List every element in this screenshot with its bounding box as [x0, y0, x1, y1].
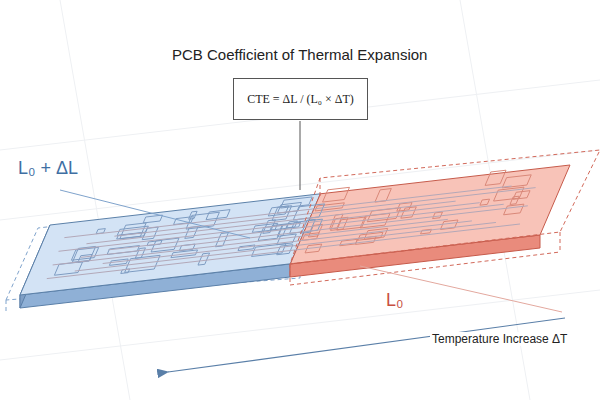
- red-guide: [360, 266, 562, 312]
- trace: [504, 204, 524, 215]
- dimension-label: Temperature Increase ΔT: [430, 332, 569, 346]
- trace: [86, 201, 455, 244]
- trace: [59, 203, 480, 252]
- board-top-red: [290, 165, 570, 264]
- trace: [433, 212, 443, 219]
- leader-line: [300, 121, 301, 190]
- trace: [206, 210, 230, 220]
- trace: [54, 262, 82, 276]
- trace: [513, 191, 530, 200]
- trace: [114, 188, 535, 237]
- trace: [293, 204, 324, 220]
- expansion-outline: [290, 150, 600, 285]
- trace: [53, 219, 448, 265]
- trace: [109, 204, 504, 250]
- board-top-blue: [20, 194, 320, 295]
- trace: [64, 186, 511, 238]
- circuit-traces: [45, 165, 545, 283]
- dimension-label: L₀: [384, 290, 405, 311]
- trace: [281, 197, 313, 208]
- trace: [323, 187, 350, 202]
- dimension-label: L₀ + ΔL: [16, 158, 80, 179]
- trace: [81, 206, 528, 258]
- trace: [47, 224, 520, 279]
- guide-line: [60, 190, 250, 238]
- formula-box: CTE = ΔL / (L₀ × ΔT): [233, 78, 368, 120]
- trace: [485, 170, 506, 185]
- trace: [329, 214, 342, 229]
- trace: [143, 215, 162, 223]
- trace: [510, 196, 519, 204]
- trace: [189, 211, 198, 219]
- trace: [401, 207, 417, 218]
- formula-text: CTE = ΔL / (L₀ × ΔT): [247, 92, 354, 107]
- trace: [135, 248, 145, 258]
- trace: [480, 199, 490, 205]
- trace: [198, 253, 210, 265]
- diagram-title: PCB Coefficient of Thermal Expansion: [172, 46, 427, 63]
- trace: [502, 175, 531, 188]
